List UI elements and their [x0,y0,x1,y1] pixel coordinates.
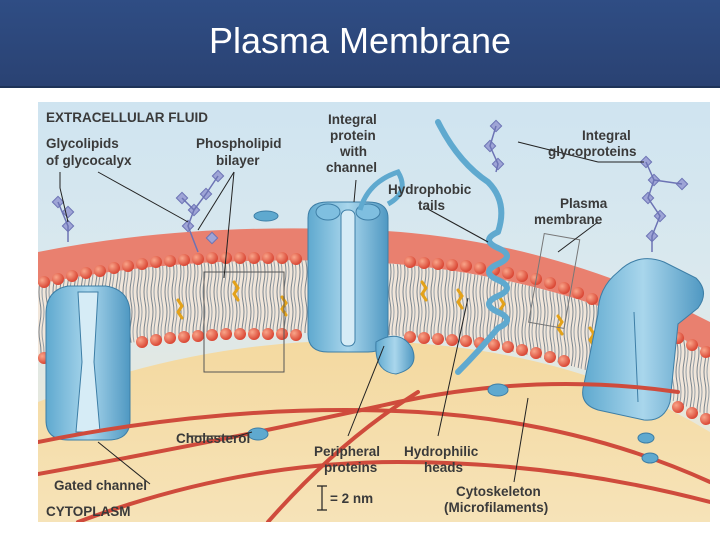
label-glycoproteins-2: glycoproteins [548,144,637,159]
label-hydrophobic-1: Hydrophobic [388,182,472,197]
label-plasma-membrane-1: Plasma [560,196,608,211]
label-cytoskeleton-1: Cytoskeleton [456,484,541,499]
helix-protein [357,119,510,375]
filament-nodes [247,383,659,464]
membrane-diagram: EXTRACELLULAR FLUID Glycolipids of glyco… [38,102,710,522]
region-label-cytoplasm: CYTOPLASM [46,504,131,519]
label-integral-4: channel [326,160,377,175]
top-head-row [38,252,710,358]
label-hydrophilic-2: heads [424,460,463,475]
label-integral-2: protein [330,128,376,143]
label-peripheral-2: proteins [324,460,377,475]
peripheral-protein [375,335,415,375]
label-integral-1: Integral [328,112,377,127]
label-hydrophilic-1: Hydrophilic [404,444,479,459]
leader-lines [59,141,644,485]
label-plasma-membrane-2: membrane [534,212,603,227]
microfilaments [38,382,710,522]
lipid-tails [38,260,710,417]
label-glycolipids-1: Glycolipids [46,136,119,151]
label-integral-3: with [339,144,367,159]
label-cholesterol: Cholesterol [176,431,250,446]
glycolipid-base [253,210,279,222]
membrane-top-surface [38,228,710,352]
sugar-links [57,125,683,253]
membrane-figure: EXTRACELLULAR FLUID Glycolipids of glyco… [38,102,710,522]
label-hydrophobic-2: tails [418,198,445,213]
scale-bar [317,485,327,511]
label-cytoskeleton-2: (Microfilaments) [444,500,548,515]
title-bar: Plasma Membrane [0,0,720,88]
slide-title: Plasma Membrane [208,20,512,61]
region-label-extracellular: EXTRACELLULAR FLUID [46,110,208,125]
label-glycolipids-2: of glycocalyx [46,153,132,168]
label-peripheral-1: Peripheral [314,444,380,459]
label-gated-channel: Gated channel [54,478,147,493]
gated-channel-protein [45,285,131,441]
label-phospholipid-2: bilayer [216,153,260,168]
phospholipid-highlight [203,271,285,373]
integral-channel-protein [307,201,389,353]
label-phospholipid-1: Phospholipid [196,136,282,151]
label-glycoproteins-1: Integral [582,128,631,143]
label-scale: = 2 nm [330,491,373,506]
membrane-highlight [528,232,581,330]
